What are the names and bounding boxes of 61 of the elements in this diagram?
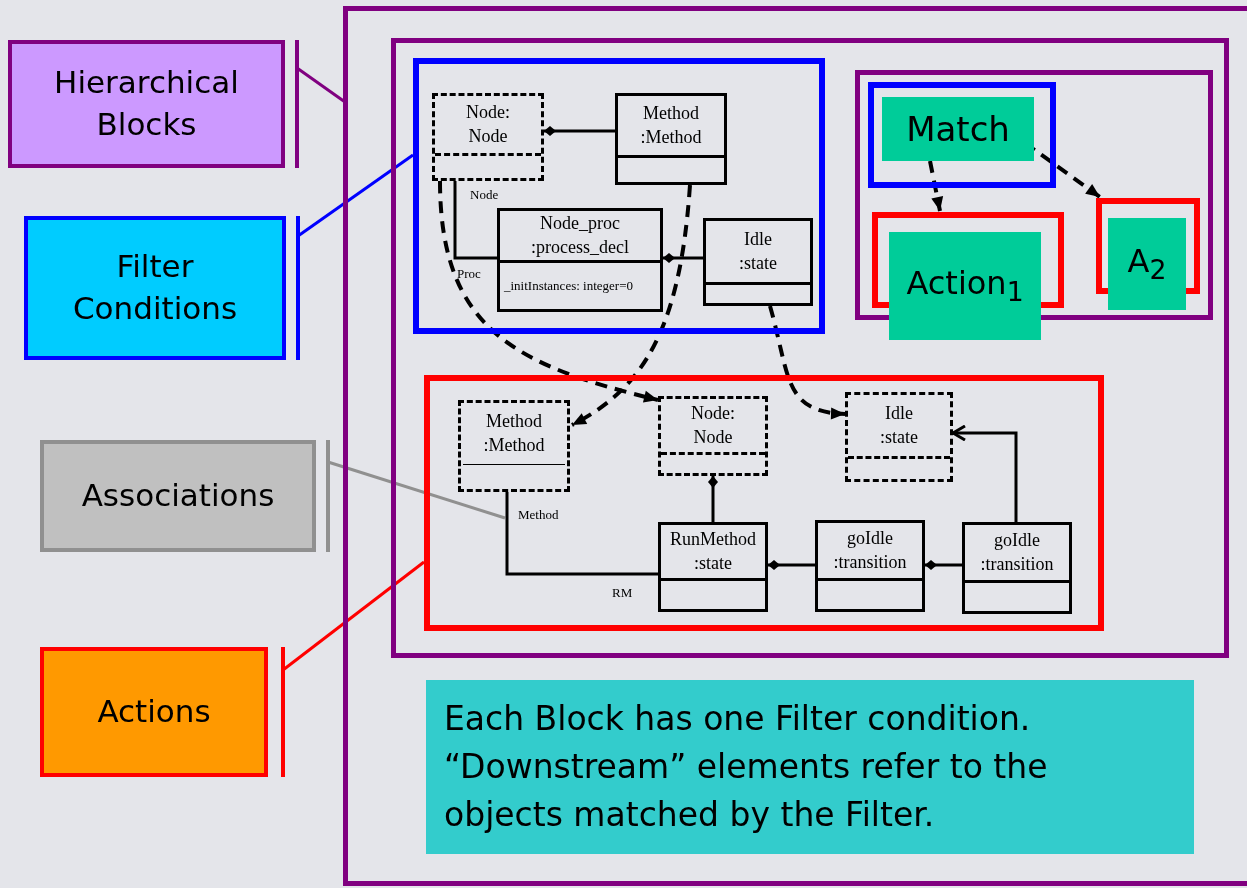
class-box <box>497 208 663 312</box>
class-box <box>815 520 925 612</box>
dashed-class-box <box>845 392 953 482</box>
note-box <box>426 680 1194 854</box>
callout-box <box>40 647 268 777</box>
callout-label: Actions <box>97 692 211 732</box>
leader-line <box>327 460 506 520</box>
callout-label: Filter Conditions <box>71 247 239 328</box>
role-label: Proc <box>457 266 481 282</box>
composition-line <box>768 560 815 570</box>
arrow <box>438 180 659 403</box>
arrow <box>571 184 692 427</box>
pattern-label: Match <box>906 109 1010 149</box>
dashed-class-box <box>658 396 768 476</box>
class-name: Node: Node <box>691 402 735 449</box>
action-frame <box>424 375 1104 631</box>
class-name: RunMethod :state <box>670 528 756 575</box>
class-name: Idle :state <box>739 228 777 275</box>
composition-line <box>708 476 718 522</box>
arrow <box>928 160 944 212</box>
pattern-tile <box>889 232 1041 340</box>
dashed-class-box <box>432 93 544 181</box>
leader-line <box>282 560 425 672</box>
pattern-label: A$_{2}$ <box>1127 242 1167 286</box>
role-label: Method <box>518 507 559 523</box>
class-name: Idle :state <box>880 402 918 449</box>
callout-box <box>40 440 316 552</box>
class-box <box>658 522 768 612</box>
role-label: Node <box>470 187 499 203</box>
filter-frame <box>868 82 1056 188</box>
leader-line <box>296 66 346 104</box>
composition-line <box>544 126 615 136</box>
class-name: goIdle :transition <box>980 529 1054 576</box>
pattern-label: Action$_{1}$ <box>906 264 1024 308</box>
pattern-tile <box>1108 218 1186 310</box>
class-box <box>703 218 813 306</box>
class-name: goIdle :transition <box>833 527 907 574</box>
role-label: RM <box>612 585 633 601</box>
class-name: Node_proc :process_decl <box>531 212 629 259</box>
class-box <box>962 522 1072 614</box>
association-line <box>453 181 497 260</box>
note-text: Each Block has one Filter condition. “Downstream” elements refer to the objects matched by the Filter. <box>444 698 1049 836</box>
callout-box <box>8 40 285 168</box>
class-name: Method :Method <box>483 410 545 457</box>
composition-line <box>925 560 962 570</box>
class-name: Method :Method <box>640 102 702 149</box>
filter-frame <box>413 58 825 334</box>
class-box <box>615 93 727 185</box>
arrow <box>951 424 1018 522</box>
callout-box <box>24 216 286 360</box>
attribute-text: _initInstances: integer=0 <box>504 278 633 294</box>
composition-line <box>663 253 703 263</box>
callout-label: Associations <box>81 476 275 516</box>
class-name: Node: Node <box>466 101 510 148</box>
pattern-tile <box>882 97 1034 161</box>
callout-label: Hierarchical Blocks <box>53 63 240 144</box>
association-line <box>505 492 658 576</box>
leader-line <box>297 153 414 238</box>
dashed-class-box <box>458 400 570 492</box>
block-frame <box>343 6 1247 886</box>
block-frame <box>391 38 1229 658</box>
